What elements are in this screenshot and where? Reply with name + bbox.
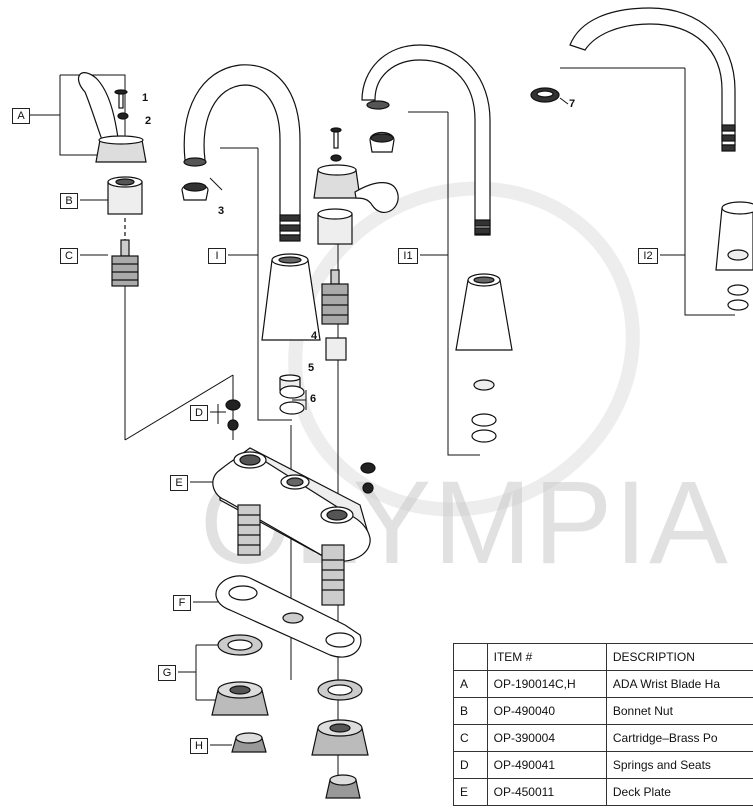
row-description: Deck Plate: [605, 778, 753, 806]
part-number-5: 5: [308, 362, 315, 374]
table-row: D OP-490041 Springs and Seats: [453, 751, 753, 779]
center-handle: [313, 127, 399, 361]
callout-b: B: [60, 193, 78, 209]
callout-i1: I1: [398, 248, 418, 264]
table-row: E OP-450011 Deck Plate: [453, 778, 753, 806]
table-row: C OP-390004 Cartridge–Brass Po: [453, 724, 753, 752]
row-item: OP-450011: [486, 778, 607, 806]
callout-i2: I2: [638, 248, 658, 264]
springs-d: [225, 399, 376, 494]
table-header-row: ITEM # DESCRIPTION: [453, 643, 753, 671]
handle-a: [77, 72, 147, 163]
row-item: OP-490041: [486, 751, 607, 779]
callout-i: I: [208, 248, 226, 264]
callout-d: D: [190, 405, 208, 421]
table-header-item: ITEM #: [486, 643, 607, 671]
spout-i1: [361, 44, 513, 443]
table-row: B OP-490040 Bonnet Nut: [453, 697, 753, 725]
part-number-6: 6: [310, 393, 317, 405]
nuts-h: [231, 732, 361, 799]
part-number-7: 7: [569, 98, 576, 110]
row-description: ADA Wrist Blade Ha: [605, 670, 753, 698]
row-description: Bonnet Nut: [605, 697, 753, 725]
row-key: C: [453, 724, 488, 752]
leader-lines: [30, 67, 735, 780]
table-row: A OP-190014C,H ADA Wrist Blade Ha: [453, 670, 753, 698]
row-description: Cartridge–Brass Po: [605, 724, 753, 752]
part-number-2: 2: [145, 115, 152, 127]
row-key: E: [453, 778, 488, 806]
row-key: A: [453, 670, 488, 698]
cartridge-c: [111, 239, 139, 287]
callout-h: H: [190, 738, 208, 754]
row-description: Springs and Seats: [605, 751, 753, 779]
row-key: B: [453, 697, 488, 725]
part-number-1: 1: [142, 92, 149, 104]
part-number-4: 4: [311, 330, 318, 342]
deck-plate-e: [212, 447, 371, 606]
row-item: OP-190014C,H: [486, 670, 607, 698]
gasket-f: [215, 575, 362, 658]
spout-i: [181, 64, 301, 242]
callout-g: G: [158, 665, 176, 681]
row-item: OP-490040: [486, 697, 607, 725]
spout-base: [261, 253, 321, 415]
callout-c: C: [60, 248, 78, 264]
table-header-key: [453, 643, 488, 671]
table-header-description: DESCRIPTION: [605, 643, 753, 671]
callout-f: F: [173, 595, 191, 611]
callout-a: A: [12, 108, 30, 124]
row-item: OP-390004: [486, 724, 607, 752]
part-number-3: 3: [218, 205, 225, 217]
washers-g: [211, 634, 369, 756]
row-key: D: [453, 751, 488, 779]
parts-table: ITEM # DESCRIPTION A OP-190014C,H ADA Wr…: [453, 643, 753, 806]
spout-i2: [530, 7, 753, 311]
callout-e: E: [170, 475, 188, 491]
bonnet-nut-b: [107, 176, 143, 240]
